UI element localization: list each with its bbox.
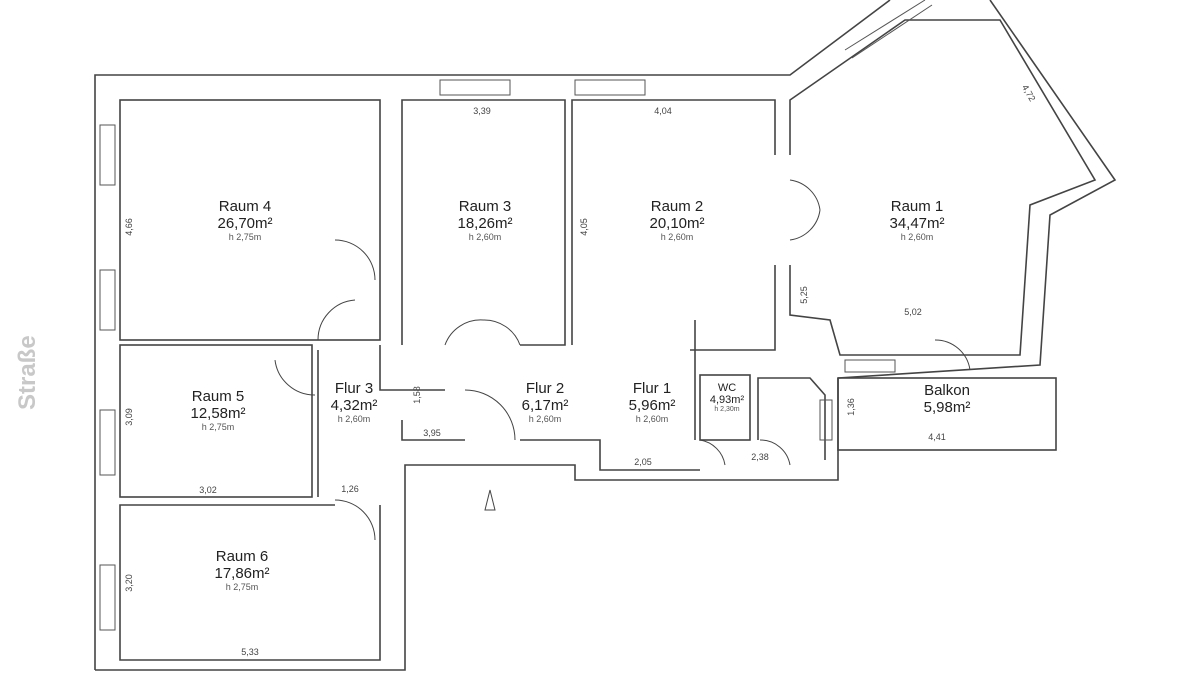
dimension: 4,66 <box>123 218 134 236</box>
dimension: 3,20 <box>123 574 134 592</box>
dimension: 1,58 <box>411 386 422 404</box>
window <box>99 0 933 631</box>
dimension: 5,33 <box>241 647 259 657</box>
dimension: 3,09 <box>123 408 134 426</box>
dimension: 2,05 <box>634 457 652 467</box>
dimension: 4,05 <box>578 218 589 236</box>
dimension: 4,04 <box>654 106 672 116</box>
dimension: 3,95 <box>423 428 441 438</box>
dimension: 4,41 <box>928 432 946 442</box>
dimension: 5,02 <box>904 307 922 317</box>
dimension: 3,02 <box>199 485 217 495</box>
street-label: Straße <box>14 335 41 410</box>
dimension: 3,39 <box>473 106 491 116</box>
door <box>274 179 971 541</box>
dimension: 5,25 <box>798 286 809 304</box>
dimension: 2,38 <box>751 452 769 462</box>
dimension: 1,26 <box>341 484 359 494</box>
dimension: 1,36 <box>845 398 856 416</box>
